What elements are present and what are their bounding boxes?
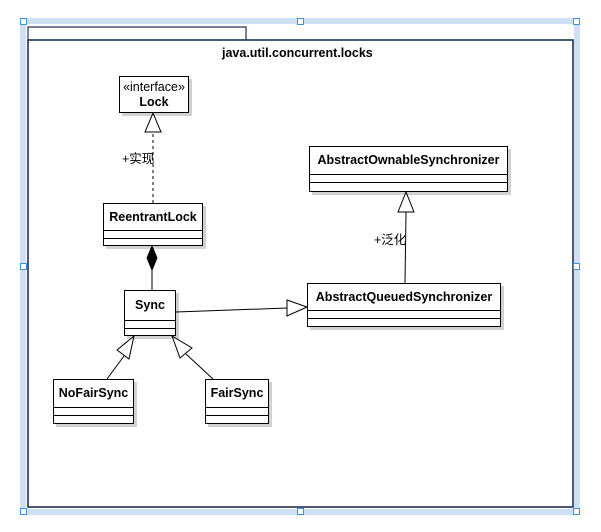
class-abstract-queued-synchronizer[interactable]: AbstractQueuedSynchronizer [307, 283, 501, 327]
class-nofair-sync[interactable]: NoFairSync [53, 379, 134, 424]
package-tab [27, 26, 247, 42]
class-reentrant-lock[interactable]: ReentrantLock [103, 203, 203, 246]
nofair-sync-name: NoFairSync [58, 386, 129, 400]
selection-handle-middle-right[interactable] [573, 263, 580, 270]
reentrant-lock-attributes [104, 231, 202, 239]
fair-sync-attributes [206, 408, 268, 416]
generalization-arrowhead [397, 190, 415, 213]
abstract-queued-methods [308, 319, 500, 327]
selection-handle-bottom-left[interactable] [20, 508, 27, 515]
fair-sync-name: FairSync [210, 386, 264, 400]
nofair-inherit-line [106, 355, 125, 380]
realization-arrowhead [144, 111, 162, 133]
selection-handle-top-center[interactable] [297, 18, 304, 25]
realization-label: +实现 [122, 152, 155, 166]
sync-name: Sync [135, 298, 165, 312]
selection-handle-top-right[interactable] [573, 18, 580, 25]
selection-handle-middle-left[interactable] [20, 263, 27, 270]
fair-inherit-arrowhead [171, 334, 193, 359]
generalization-label: +泛化 [374, 233, 407, 247]
sync-attributes [125, 321, 175, 329]
abstract-ownable-attributes [310, 175, 507, 183]
class-sync[interactable]: Sync [124, 290, 176, 336]
fair-sync-methods [206, 416, 268, 424]
lock-stereotype: «interface» [123, 80, 185, 94]
association-line [175, 307, 288, 313]
nofair-inherit-arrowhead [116, 334, 135, 360]
association-arrowhead [286, 299, 309, 317]
abstract-queued-name: AbstractQueuedSynchronizer [315, 289, 493, 304]
class-fair-sync[interactable]: FairSync [205, 379, 269, 424]
class-lock[interactable]: «interface» Lock [119, 76, 189, 113]
fair-inherit-line [185, 353, 214, 380]
abstract-ownable-methods [310, 183, 507, 191]
selection-handle-bottom-right[interactable] [573, 508, 580, 515]
selection-handle-bottom-center[interactable] [297, 508, 304, 515]
class-abstract-ownable-synchronizer[interactable]: AbstractOwnableSynchronizer [309, 146, 508, 192]
sync-methods [125, 329, 175, 337]
abstract-ownable-name: AbstractOwnableSynchronizer [317, 153, 500, 167]
package-name: java.util.concurrent.locks [222, 46, 373, 60]
nofair-sync-attributes [54, 408, 133, 416]
composition-diamond [146, 244, 158, 272]
lock-name: Lock [139, 95, 169, 109]
nofair-sync-methods [54, 416, 133, 424]
reentrant-lock-methods [104, 239, 202, 247]
package-body [27, 39, 574, 508]
abstract-queued-attributes [308, 311, 500, 319]
reentrant-lock-name: ReentrantLock [109, 209, 197, 224]
generalization-line [404, 211, 407, 284]
selection-handle-top-left[interactable] [20, 18, 27, 25]
